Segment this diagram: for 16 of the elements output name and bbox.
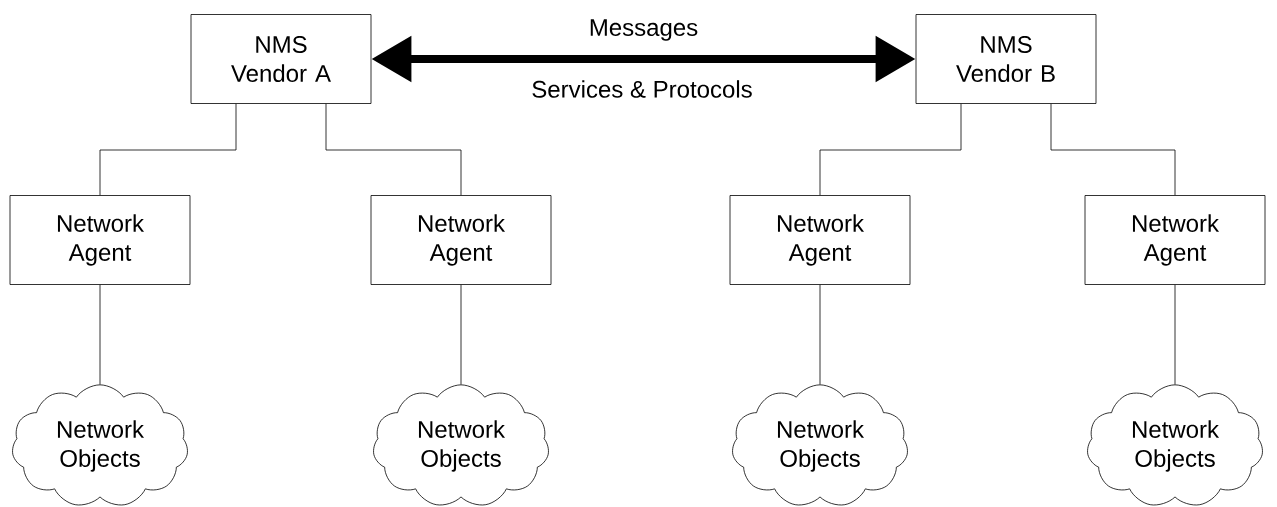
process-box: Network Agent	[729, 195, 911, 285]
connector	[99, 103, 237, 196]
connector	[325, 103, 462, 196]
connector	[1050, 103, 1176, 196]
connector	[1174, 284, 1176, 385]
connector	[460, 284, 462, 385]
arrow-caption: Services & Protocols	[532, 80, 752, 98]
connector	[99, 284, 101, 385]
connector	[819, 284, 821, 385]
process-box: NMS Vendor B	[915, 14, 1097, 104]
process-box: NMS Vendor A	[190, 14, 372, 104]
process-box: Network Agent	[370, 195, 552, 285]
connector	[819, 103, 962, 196]
edge-label: Messages	[587, 18, 700, 42]
process-box: Network Agent	[9, 195, 191, 285]
process-box: Network Agent	[1084, 195, 1266, 285]
